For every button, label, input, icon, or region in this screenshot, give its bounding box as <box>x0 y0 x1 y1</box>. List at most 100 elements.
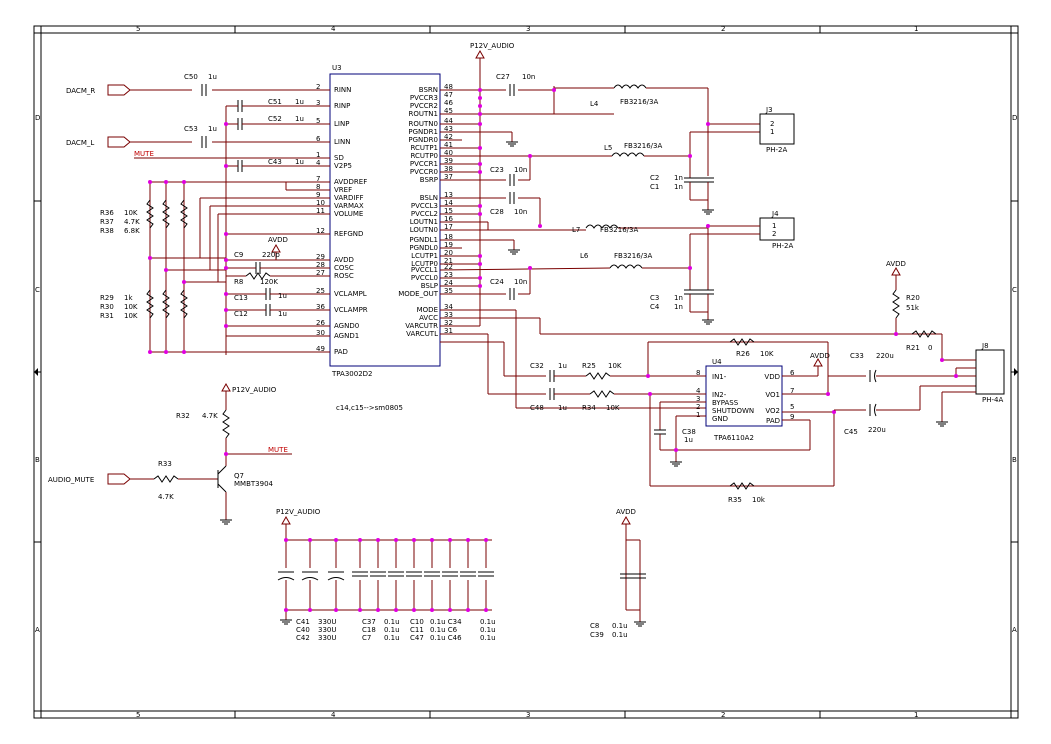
bank-label: C40 <box>296 626 310 634</box>
junction-dot <box>466 608 470 612</box>
r38-ref: R38 <box>100 227 114 235</box>
u3-pin-name: LINN <box>334 138 350 146</box>
u3-pin-number: 38 <box>444 165 453 173</box>
u3-pin-name: BSLN <box>420 194 438 202</box>
sheet-frame: 5 4 3 2 1 5 4 3 2 1 D C B A D C B A <box>33 25 1019 719</box>
c43-ref: C43 <box>268 158 282 166</box>
u3-pin-number: 17 <box>444 223 453 231</box>
output-stage: P12V_AUDIO C27 10n L4 FB3216/3A J3 PH-2A… <box>439 42 795 326</box>
l7-val: FB3216/3A <box>600 226 638 234</box>
bank-label: C39 <box>590 631 604 639</box>
u3-pin-number: 25 <box>316 287 325 295</box>
u3-pin-number: 34 <box>444 303 453 311</box>
u3-pin-number: 7 <box>316 175 320 183</box>
u3-pin-number: 37 <box>444 173 453 181</box>
u3-pin-name: PGNDL0 <box>409 244 438 252</box>
u3-pin-number: 46 <box>444 99 453 107</box>
bank-label: C47 <box>410 634 424 642</box>
col-label: 1 <box>914 25 918 33</box>
u3-pin-number: 16 <box>444 215 453 223</box>
u3-pin-number: 12 <box>316 227 325 235</box>
u3-pin-name: LOUTN0 <box>410 226 438 234</box>
u3-pin-number: 28 <box>316 261 325 269</box>
u3-pin-name: VCLAMPR <box>334 306 368 314</box>
r33-ref: R33 <box>158 460 172 468</box>
u3-pin-number: 23 <box>444 271 453 279</box>
row-label: D <box>1012 114 1017 122</box>
capacitor-plate <box>327 577 345 581</box>
bank-label: 0.1u <box>384 618 400 626</box>
c9-ref: C9 <box>234 251 243 259</box>
c32-ref: C32 <box>530 362 544 370</box>
c38-ref: C38 <box>682 428 696 436</box>
u3-ref: U3 <box>332 64 342 72</box>
u3-pin-name: VARMAX <box>334 202 364 210</box>
capacitor-plate <box>301 577 319 581</box>
row-label: C <box>35 286 40 294</box>
c24-val: 10n <box>514 278 527 286</box>
c53-val: 1u <box>208 125 217 133</box>
net-dacm-l: DACM_L <box>66 139 94 147</box>
col-label: 5 <box>136 711 140 719</box>
j4-pin: 2 <box>772 230 776 238</box>
bank-label: C11 <box>410 626 424 634</box>
u3-pin-name: VARDIFF <box>334 194 364 202</box>
c52-ref: C52 <box>268 115 282 123</box>
col-label: 4 <box>331 25 336 33</box>
u4-pin-name: IN1- <box>712 373 727 381</box>
u3-pin-name: AVDDREF <box>334 178 367 186</box>
c9-val: 220p <box>262 251 280 259</box>
r37-val: 4.7K <box>124 218 140 226</box>
bank-label: C8 <box>590 622 599 630</box>
c27-ref: C27 <box>496 73 510 81</box>
u3-pin-number: 40 <box>444 149 453 157</box>
u4-pin-number: 2 <box>696 403 700 411</box>
junction-dot <box>358 608 362 612</box>
u3-pin-name: ROUTN0 <box>409 120 438 128</box>
u3-pin-name: VARCUTL <box>406 330 438 338</box>
u4-pin-number: 6 <box>790 369 795 377</box>
u3-pin-name: VCLAMPL <box>334 290 367 298</box>
junction-dot <box>376 538 380 542</box>
u3-pin-number: 19 <box>444 241 453 249</box>
bank-label: C18 <box>362 626 376 634</box>
u3-pin-name: LCUTP1 <box>411 252 438 260</box>
u3-pin-number: 21 <box>444 257 453 265</box>
u3-pin-number: 41 <box>444 141 453 149</box>
u4-pin-number: 9 <box>790 413 794 421</box>
r25-ref: R25 <box>582 362 596 370</box>
u3-pin-name: MODE_OUT <box>398 290 438 298</box>
j8-ref: J8 <box>981 342 989 350</box>
col-label: 5 <box>136 25 140 33</box>
j4-ref: J4 <box>771 210 779 218</box>
row-label: A <box>35 626 40 634</box>
u4-part: TPA6110A2 <box>713 434 754 442</box>
junction-dot <box>430 538 434 542</box>
net-audio-mute: AUDIO_MUTE <box>48 476 94 484</box>
row-label: A <box>1012 626 1017 634</box>
u3-pin-number: 31 <box>444 327 453 335</box>
r35-ref: R35 <box>728 496 742 504</box>
r20-ref: R20 <box>906 294 920 302</box>
u3-pin-name: VOLUME <box>334 210 363 218</box>
mode-routing <box>440 309 942 409</box>
col-label: 3 <box>526 25 530 33</box>
bank-label: 0.1u <box>612 631 628 639</box>
bank-label: C7 <box>362 634 371 642</box>
u3-pin-name: VREF <box>334 186 352 194</box>
col-label: 2 <box>721 711 725 719</box>
junction-dot <box>448 608 452 612</box>
row-label: B <box>1012 456 1017 464</box>
r36-val: 10K <box>124 209 138 217</box>
u4-pin-number: 7 <box>790 387 794 395</box>
u3-pin-name: RINP <box>334 102 350 110</box>
r33-val: 4.7K <box>158 493 174 501</box>
row-label: B <box>35 456 40 464</box>
u3-pin-number: 24 <box>444 279 453 287</box>
c45-ref: C45 <box>844 428 858 436</box>
j3-pin: 1 <box>770 128 774 136</box>
u3-pin-name: AGND0 <box>334 322 359 330</box>
c1-ref: C1 <box>650 183 659 191</box>
r30-ref: R30 <box>100 303 114 311</box>
